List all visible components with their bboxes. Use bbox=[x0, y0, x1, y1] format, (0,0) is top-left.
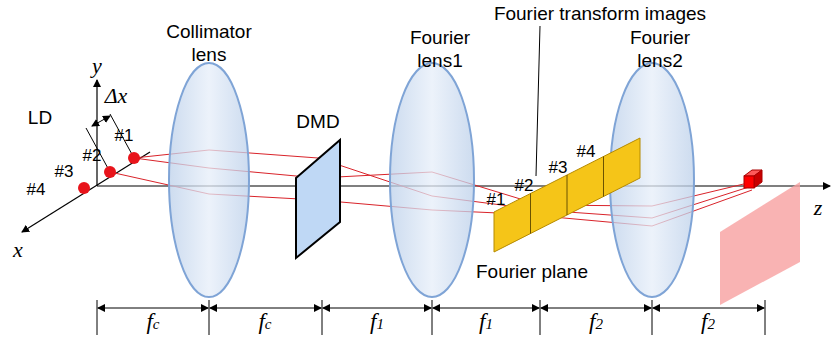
part-label: Fourier lens2 bbox=[615, 27, 705, 73]
y-axis bbox=[96, 80, 97, 186]
leader-line bbox=[536, 26, 540, 176]
collimator-lens bbox=[169, 63, 249, 297]
callout-number: #4 bbox=[577, 142, 596, 162]
fourier-lens bbox=[390, 63, 474, 297]
part-label: DMD bbox=[296, 111, 339, 134]
dimension-label: f2 bbox=[701, 308, 715, 336]
dimension-label: f1 bbox=[370, 308, 384, 336]
part-label: Fourier plane bbox=[476, 261, 588, 284]
part-label: Collimator lens bbox=[154, 21, 264, 67]
axis-label: z bbox=[814, 195, 823, 221]
axis-label: y bbox=[92, 53, 102, 79]
callout-number: #1 bbox=[115, 126, 134, 146]
dimension-leader bbox=[110, 114, 134, 158]
part-label: Fourier lens1 bbox=[395, 27, 485, 73]
cube-object bbox=[744, 170, 762, 188]
part-label: Fourier transform images bbox=[494, 3, 706, 26]
dimension-label: fc bbox=[146, 308, 159, 336]
dimension-line bbox=[97, 300, 765, 335]
part-label: LD bbox=[28, 107, 52, 130]
image-plane bbox=[720, 182, 800, 305]
callout-number: #2 bbox=[83, 146, 102, 166]
fourier-plane-panel bbox=[494, 138, 640, 252]
callout-number: #4 bbox=[27, 180, 46, 200]
dimension-label: f2 bbox=[589, 308, 603, 336]
dimension-label: Δx bbox=[105, 83, 128, 109]
callout-number: #3 bbox=[549, 158, 568, 178]
dimension-arrow bbox=[92, 116, 110, 126]
callout-number: #1 bbox=[487, 190, 506, 210]
callout-number: #3 bbox=[55, 162, 74, 182]
dimension-label: fc bbox=[258, 308, 271, 336]
dmd-mirror bbox=[296, 140, 340, 258]
callout-number: #2 bbox=[515, 176, 534, 196]
axis-label: x bbox=[13, 237, 23, 263]
dimension-label: f1 bbox=[479, 308, 493, 336]
